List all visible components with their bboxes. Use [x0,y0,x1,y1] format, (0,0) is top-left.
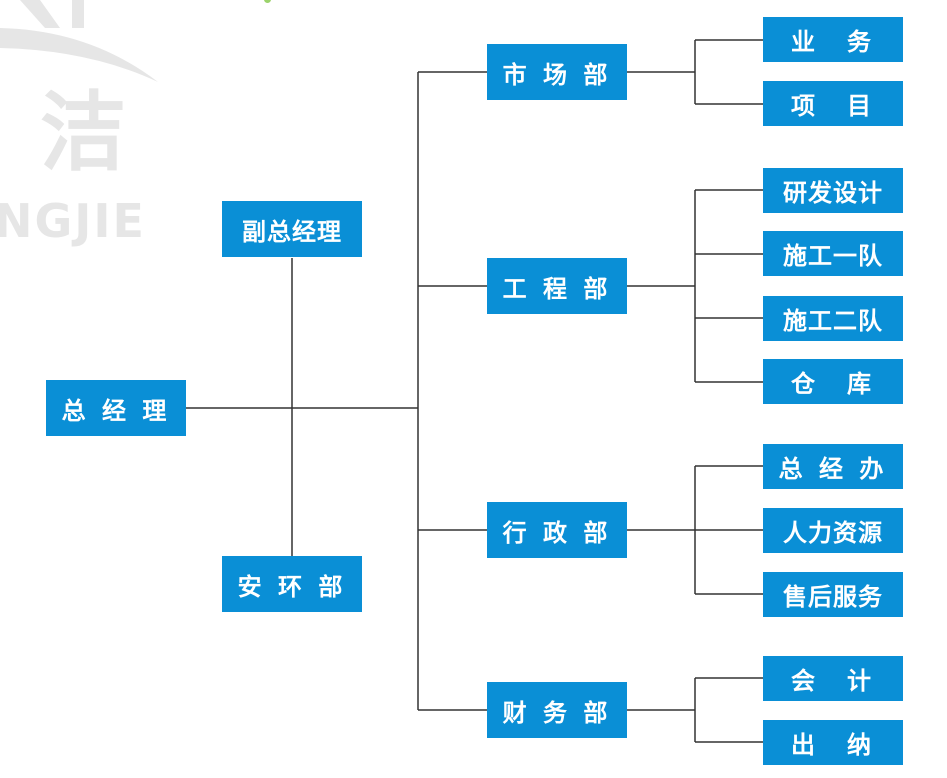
logo-latin: NGJIE [0,194,146,248]
node-general-manager: 总 经 理 [46,380,186,436]
node-finance-dept: 财 务 部 [487,682,627,738]
node-business: 业 务 [763,17,903,62]
node-accounting: 会 计 [763,656,903,701]
node-cashier: 出 纳 [763,720,903,765]
node-administration-dept: 行 政 部 [487,502,627,558]
node-marketing-dept: 市 场 部 [487,44,627,100]
node-warehouse: 仓 库 [763,359,903,404]
node-engineering-dept: 工 程 部 [487,258,627,314]
node-gm-office: 总 经 办 [763,444,903,489]
node-construction-team-2: 施工二队 [763,296,903,341]
node-rd-design: 研发设计 [763,168,903,213]
node-projects: 项 目 [763,81,903,126]
node-after-sales: 售后服务 [763,572,903,617]
node-deputy-general-manager: 副总经理 [222,201,362,257]
logo-chars: 洁 [40,83,126,183]
node-safety-environment-dept: 安 环 部 [222,556,362,612]
green-dot [264,0,271,3]
logo-arc [0,0,158,82]
node-construction-team-1: 施工一队 [763,231,903,276]
node-human-resources: 人力资源 [763,508,903,553]
